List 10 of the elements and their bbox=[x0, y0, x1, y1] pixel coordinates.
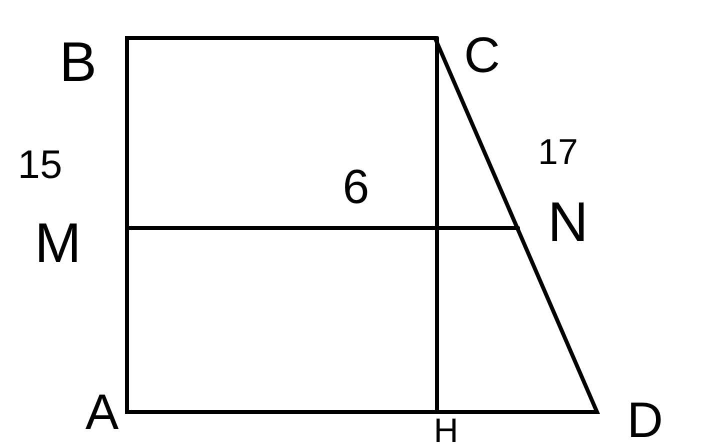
length-label: 17 bbox=[538, 134, 578, 170]
point-label: B bbox=[59, 34, 97, 90]
length-label: 6 bbox=[342, 164, 370, 212]
point-label: A bbox=[85, 387, 119, 437]
point-label: M bbox=[34, 215, 82, 271]
point-label: D bbox=[626, 395, 664, 445]
point-label: H bbox=[434, 414, 458, 448]
point-label: N bbox=[548, 194, 588, 250]
length-label: 15 bbox=[18, 145, 62, 185]
point-label: C bbox=[464, 30, 500, 80]
